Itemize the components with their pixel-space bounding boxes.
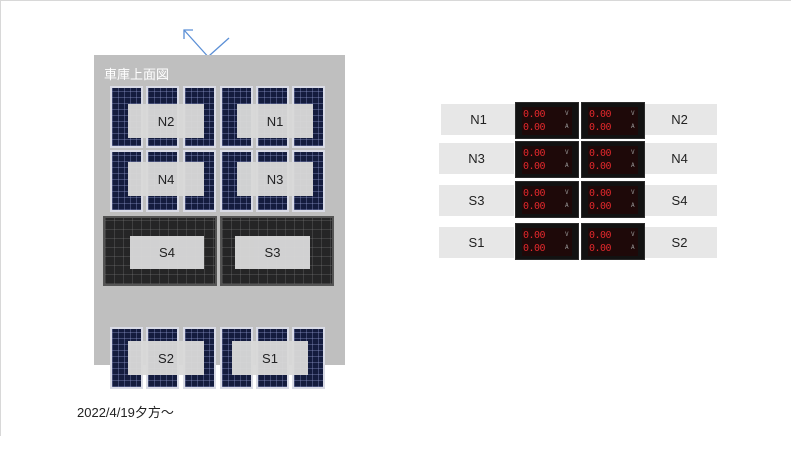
panel-group-label: S2 xyxy=(128,341,204,375)
panel-group-label: N4 xyxy=(128,162,204,196)
solar-panel xyxy=(220,86,253,148)
meter-voltage-unit: V xyxy=(631,189,635,196)
meter-table-right-label: S2 xyxy=(642,227,717,258)
meter-current-unit: A xyxy=(631,162,635,169)
panel-group-label: S1 xyxy=(232,341,308,375)
meter-voltage-unit: V xyxy=(565,189,569,196)
meter-screen xyxy=(522,228,572,256)
meter-voltage-reading: 0.00 xyxy=(589,148,612,159)
meter-table-left-label: N3 xyxy=(439,143,514,174)
meter-table-right-label: N4 xyxy=(642,143,717,174)
meter-screen xyxy=(522,107,572,135)
meter-voltage-reading: 0.00 xyxy=(523,109,546,120)
meter-screen xyxy=(588,228,638,256)
meter-voltage-unit: V xyxy=(565,110,569,117)
meter-current-unit: A xyxy=(565,244,569,251)
meter-current-reading: 0.00 xyxy=(523,122,546,133)
meter-current-reading: 0.00 xyxy=(523,161,546,172)
meter-voltage-unit: V xyxy=(631,149,635,156)
meter-current-reading: 0.00 xyxy=(523,201,546,212)
meter-current-reading: 0.00 xyxy=(589,201,612,212)
panel-group-label: N3 xyxy=(237,162,313,196)
meter-current-unit: A xyxy=(631,123,635,130)
meter-table-left-label: S3 xyxy=(439,185,514,216)
meter-current-reading: 0.00 xyxy=(589,243,612,254)
meter-voltage-reading: 0.00 xyxy=(523,188,546,199)
meter-screen xyxy=(588,146,638,174)
meter-current-reading: 0.00 xyxy=(523,243,546,254)
meter-current-unit: A xyxy=(565,162,569,169)
meter-current-unit: A xyxy=(631,244,635,251)
meter-screen xyxy=(588,186,638,214)
meter-voltage-reading: 0.00 xyxy=(523,230,546,241)
date-note: 2022/4/19夕方～ xyxy=(77,405,174,420)
panel-group-label: N1 xyxy=(237,104,313,138)
meter-voltage-reading: 0.00 xyxy=(523,148,546,159)
meter-table-right-label: S4 xyxy=(642,185,717,216)
roof-title: 車庫上面図 xyxy=(104,67,170,82)
meter-voltage-unit: V xyxy=(565,231,569,238)
meter-voltage-unit: V xyxy=(631,110,635,117)
meter-screen xyxy=(522,146,572,174)
slide-frame xyxy=(0,0,791,436)
panel-group-label: S3 xyxy=(235,236,310,269)
panel-group-label: S4 xyxy=(130,236,204,269)
meter-current-unit: A xyxy=(631,202,635,209)
meter-voltage-reading: 0.00 xyxy=(589,109,612,120)
panel-group-label: N2 xyxy=(128,104,204,138)
meter-current-unit: A xyxy=(565,123,569,130)
meter-voltage-unit: V xyxy=(565,149,569,156)
meter-table-right-label: N2 xyxy=(642,104,717,135)
meter-voltage-reading: 0.00 xyxy=(589,188,612,199)
meter-screen xyxy=(522,186,572,214)
meter-screen xyxy=(588,107,638,135)
meter-table-left-label: S1 xyxy=(439,227,514,258)
meter-current-reading: 0.00 xyxy=(589,122,612,133)
meter-voltage-unit: V xyxy=(631,231,635,238)
meter-table-left-label: N1 xyxy=(441,104,516,135)
meter-voltage-reading: 0.00 xyxy=(589,230,612,241)
meter-current-unit: A xyxy=(565,202,569,209)
meter-current-reading: 0.00 xyxy=(589,161,612,172)
